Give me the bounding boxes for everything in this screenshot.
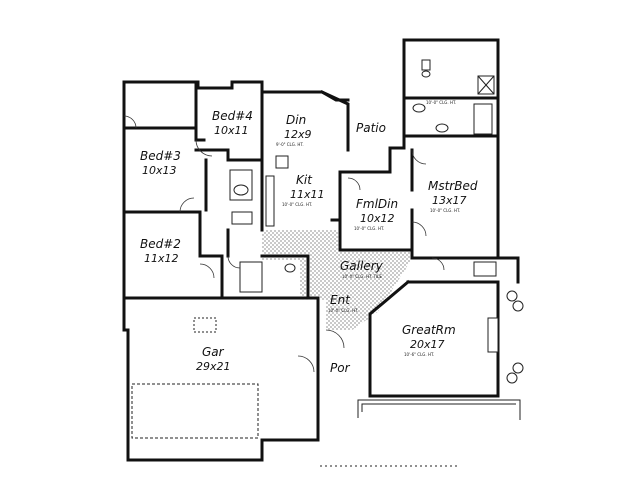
door-swings xyxy=(123,115,445,373)
bed2-label: Bed#2 xyxy=(140,237,181,251)
exterior-walls xyxy=(122,38,520,462)
din-dim: 12x9 xyxy=(284,128,312,141)
greatrm-note: 10'-6" CLG. HT. xyxy=(404,352,434,357)
din-label: Din xyxy=(286,113,306,127)
gallery-note: 10'-0" CLG. HT. TILE xyxy=(342,274,382,279)
patio-label: Patio xyxy=(356,121,386,135)
fmldin-dim: 10x12 xyxy=(360,212,395,225)
gar-dim: 29x21 xyxy=(196,360,231,373)
kit-dim: 11x11 xyxy=(290,188,325,201)
gallery-tile-floor xyxy=(262,230,412,330)
kit-label: Kit xyxy=(296,173,313,187)
landscape-edging xyxy=(320,290,524,467)
mstrbed-note: 10'-0" CLG. HT. xyxy=(430,208,460,213)
fmldin-note: 10'-0" CLG. HT. xyxy=(354,226,384,231)
mstrbed-label: MstrBed xyxy=(428,179,478,193)
mstrbed-dim: 13x17 xyxy=(432,194,467,207)
gar-label: Gar xyxy=(202,345,225,359)
bed2-dim: 11x12 xyxy=(144,252,179,265)
bed3-label: Bed#3 xyxy=(140,149,181,163)
ent-label: Ent xyxy=(330,293,351,307)
fixtures xyxy=(131,59,499,439)
greatrm-dim: 20x17 xyxy=(410,338,445,351)
din-note: 9'-0" CLG. HT. xyxy=(276,142,304,147)
gallery-label: Gallery xyxy=(340,259,384,273)
por-label: Por xyxy=(330,361,351,375)
fmldin-label: FmlDin xyxy=(356,197,398,211)
bed4-label: Bed#4 xyxy=(212,109,253,123)
bed4-dim: 10x11 xyxy=(214,124,249,137)
greatrm-label: GreatRm xyxy=(402,323,456,337)
ent-note: 10'-0" CLG. HT. xyxy=(328,308,358,313)
master-bath-note: 10'-0" CLG. HT. xyxy=(426,100,456,105)
bed3-dim: 10x13 xyxy=(142,164,177,177)
kit-note: 10'-0" CLG. HT. xyxy=(282,202,312,207)
